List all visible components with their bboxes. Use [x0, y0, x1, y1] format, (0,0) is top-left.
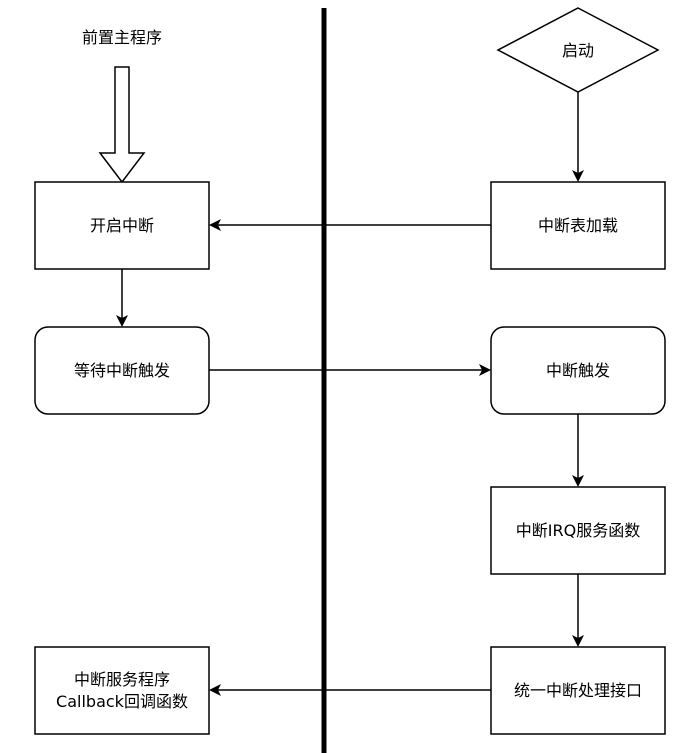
vector-table-load-box[interactable]	[490, 181, 666, 270]
interrupt-trigger-label: 中断触发	[546, 361, 610, 380]
enable-interrupt-label: 开启中断	[90, 216, 154, 235]
main-program-hollow-arrow	[98, 66, 146, 184]
start-label: 启动	[562, 41, 594, 60]
unified-interface-label: 统一中断处理接口	[514, 681, 642, 700]
vector-table-load-label: 中断表加载	[538, 216, 618, 235]
enable-interrupt-box[interactable]	[34, 181, 210, 270]
unified-interface-box[interactable]	[490, 646, 666, 735]
callback-label-line1: 中断服务程序	[74, 670, 170, 689]
callback-box[interactable]	[34, 646, 210, 735]
irq-handler-label: 中断IRQ服务函数	[516, 521, 640, 540]
callback-label-line2: Callback回调函数	[56, 692, 188, 711]
irq-handler-box[interactable]	[490, 486, 666, 575]
main-program-caption: 前置主程序	[82, 28, 162, 47]
wait-trigger-label: 等待中断触发	[74, 361, 170, 380]
